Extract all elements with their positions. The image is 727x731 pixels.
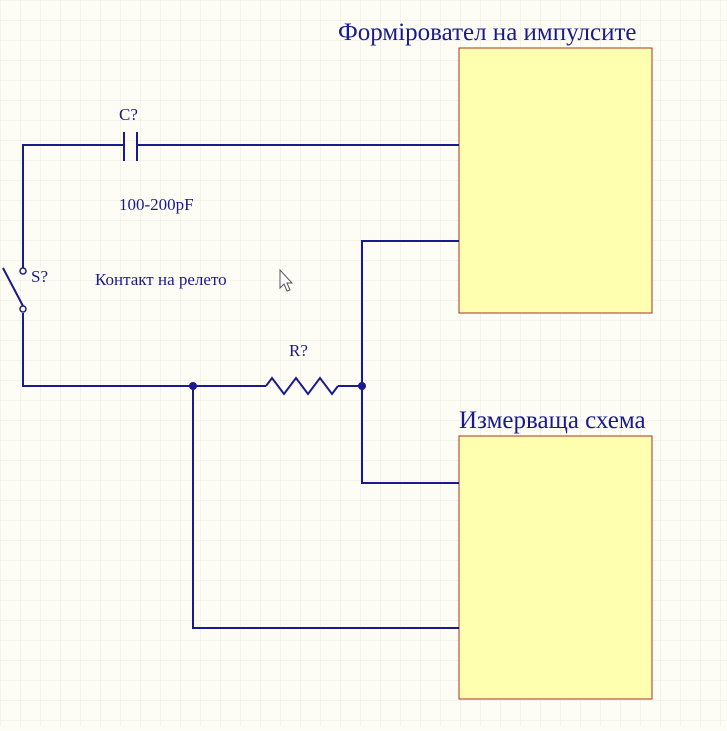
pulse-shaper-title: Формiровател на импулсите — [338, 19, 637, 46]
wires — [22, 144, 459, 629]
resistor-designator: R? — [289, 341, 308, 360]
switch-description: Контакт на релето — [95, 270, 227, 289]
wire-ground-to-measure — [192, 386, 459, 629]
capacitor-designator: C? — [119, 105, 138, 124]
junction-dot — [189, 382, 197, 390]
wire-switch-to-resistor — [22, 313, 266, 387]
resistor-symbol[interactable] — [265, 376, 339, 396]
measuring-circuit-block[interactable] — [458, 435, 653, 700]
wire-node-vertical — [361, 240, 459, 484]
capacitor-symbol[interactable] — [123, 132, 138, 161]
junction-dot — [358, 382, 366, 390]
pulse-shaper-block[interactable] — [458, 47, 653, 314]
switch-symbol[interactable] — [2, 267, 27, 313]
switch-designator: S? — [31, 267, 48, 286]
measuring-circuit-title: Измерваща схема — [459, 407, 646, 434]
capacitor-value: 100-200pF — [119, 195, 194, 214]
mouse-cursor-icon — [279, 268, 294, 292]
wire-left-top — [22, 144, 124, 268]
